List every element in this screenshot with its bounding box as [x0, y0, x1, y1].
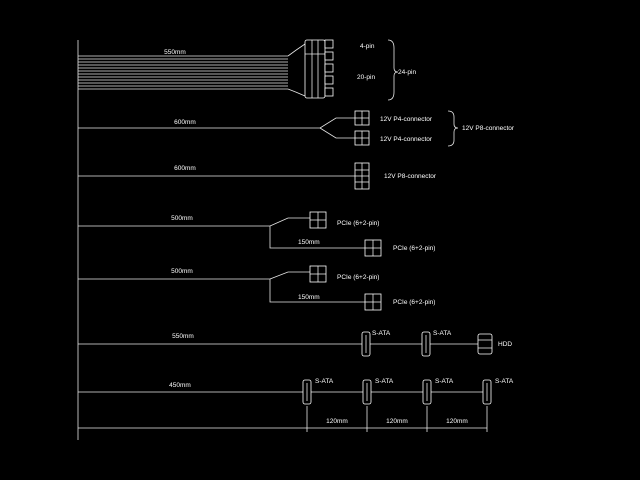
hdd-connector-label: HDD — [498, 341, 512, 348]
cable-atx-24pin: 550mm 4-pin 20-pin 24-pin — [78, 39, 416, 101]
pcie-2-branch-length: 150mm — [298, 294, 320, 301]
hdd-molex-connector — [477, 333, 493, 355]
eps-8pin-length: 600mm — [174, 165, 196, 172]
sata-4x-cable-length: 450mm — [169, 382, 191, 389]
sata-4x-connector-4-label: S-ATA — [495, 378, 514, 385]
p8-brace — [447, 110, 459, 147]
p4-connector-a-label: 12V P4-connector — [380, 116, 433, 123]
sata-hdd-connector-2-label: S-ATA — [433, 330, 452, 337]
cable-pcie-1: 500mm PCIe (6+2-pin) 150mm PCIe (6+2-pin… — [78, 211, 435, 257]
cable-sata-hdd: 550mm S-ATA S-ATA HDD — [78, 330, 512, 357]
sata-hdd-cable-length: 550mm — [172, 333, 194, 340]
sata-4x-connector-3-label: S-ATA — [435, 378, 454, 385]
atx-20pin-label: 20-pin — [357, 74, 375, 81]
sata-4x-connector-2-label: S-ATA — [375, 378, 394, 385]
pcie-2-connector-a-label: PCIe (6+2-pin) — [337, 274, 379, 281]
atx-cable-length: 550mm — [164, 49, 186, 56]
spacing-2-label: 120mm — [386, 418, 408, 425]
p4-connector-b-label: 12V P4-connector — [380, 136, 433, 143]
pcie-2-length: 500mm — [171, 268, 193, 275]
cable-eps-8pin: 600mm 12V P8-connector — [78, 162, 437, 190]
sata-spacing-dimension: 120mm 120mm 120mm — [78, 406, 488, 432]
atx-24pin-brace — [387, 39, 399, 101]
atx-24pin-label: 24-pin — [398, 69, 416, 76]
pcie-1-length: 500mm — [171, 215, 193, 222]
p8-connector-label: 12V P8-connector — [384, 173, 437, 180]
atx-wire-bundle — [78, 43, 306, 97]
sata-hdd-connector-1-label: S-ATA — [372, 330, 391, 337]
pcie-1-connector-a-label: PCIe (6+2-pin) — [337, 220, 379, 227]
atx-4pin-label: 4-pin — [360, 43, 375, 50]
cable-eps-4plus4: 600mm 12V P4-connector 12V P4-connector … — [78, 110, 515, 147]
sata-4x-connector-1-label: S-ATA — [315, 378, 334, 385]
pcie-2-connector-b-label: PCIe (6+2-pin) — [393, 299, 435, 306]
p8-group-label: 12V P8-connector — [462, 125, 515, 132]
cable-pcie-2: 500mm PCIe (6+2-pin) 150mm PCIe (6+2-pin… — [78, 265, 435, 311]
eps-4plus4-length: 600mm — [174, 119, 196, 126]
spacing-1-label: 120mm — [326, 418, 348, 425]
spacing-3-label: 120mm — [446, 418, 468, 425]
atx-24pin-connector — [304, 39, 334, 99]
pcie-1-branch-length: 150mm — [298, 239, 320, 246]
pcie-1-connector-b-label: PCIe (6+2-pin) — [393, 245, 435, 252]
cable-sata-4x: 450mm S-ATA S-ATA S-ATA S-ATA — [78, 378, 514, 405]
